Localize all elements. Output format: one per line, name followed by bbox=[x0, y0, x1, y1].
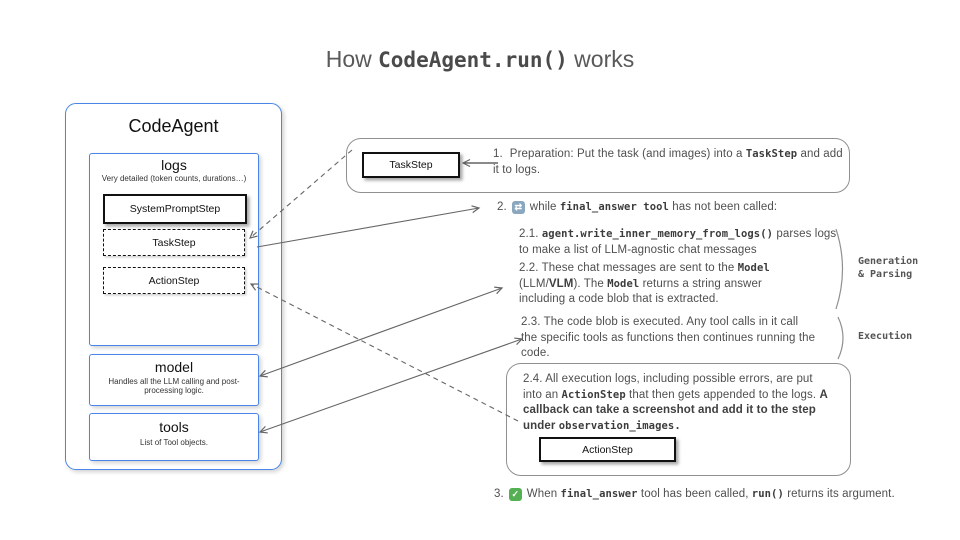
step2-t2: has not been called: bbox=[668, 201, 778, 213]
model-title: model bbox=[154, 359, 194, 375]
step2-code: final_answer tool bbox=[559, 201, 669, 213]
arrow-model-step22 bbox=[260, 288, 502, 376]
step1-code: TaskStep bbox=[745, 148, 798, 160]
step22-text: 2.2. These chat messages are sent to the… bbox=[519, 261, 791, 308]
check-icon: ✓ bbox=[508, 488, 522, 501]
codeagent-panel: CodeAgent logs Very detailed (token coun… bbox=[65, 103, 282, 470]
generation-label-line1: Generation bbox=[858, 256, 919, 267]
generation-label-line2: & Parsing bbox=[858, 269, 913, 280]
title-code: CodeAgent.run() bbox=[378, 48, 568, 72]
step3-code2: run() bbox=[751, 488, 784, 500]
step22-t2: (LLM/ bbox=[519, 277, 549, 290]
step22-code1: Model bbox=[737, 262, 770, 274]
step24-bold: A callback can take a screenshot and add… bbox=[523, 388, 828, 432]
step1-box: TaskStep 1. Preparation: Put the task (an… bbox=[346, 138, 850, 193]
step21-text: 2.1. agent.write_inner_memory_from_logs(… bbox=[519, 227, 837, 258]
codeagent-panel-title: CodeAgent bbox=[128, 116, 219, 136]
step24-text: 2.4. All execution logs, including possi… bbox=[523, 372, 831, 434]
step3-text: When final_answer tool has been called, … bbox=[527, 487, 895, 503]
loop-icon: ⇄ bbox=[511, 201, 525, 214]
step22-t1: 2.2. These chat messages are sent to the bbox=[519, 262, 738, 274]
step23-t1: 2.3. The code blob is executed. Any tool… bbox=[521, 316, 816, 359]
step3-t3: returns its argument. bbox=[783, 488, 895, 500]
step2-line: 2. ⇄ while final_answer tool has not bee… bbox=[497, 200, 917, 216]
step3-t1: When bbox=[526, 488, 561, 500]
logs-subtitle: Very detailed (token counts, durations…) bbox=[101, 174, 247, 183]
title-prefix: How bbox=[325, 46, 379, 72]
step22-t3: ). The bbox=[573, 277, 608, 290]
step1-taskstep-label: TaskStep bbox=[389, 159, 433, 171]
step1-number: 1. bbox=[493, 148, 503, 160]
arrow-box24-to-actionstep bbox=[251, 284, 519, 422]
arrow-logs-to-step2 bbox=[256, 208, 479, 248]
logs-box: logs Very detailed (token counts, durati… bbox=[89, 153, 259, 346]
step22-bold: VLM bbox=[548, 277, 574, 290]
step1-t1: Preparation: Put the task (and images) i… bbox=[509, 148, 746, 160]
step2-t1: while bbox=[529, 201, 560, 213]
step3-code1: final_answer bbox=[560, 488, 638, 500]
step24-actionstep-label: ActionStep bbox=[582, 443, 633, 456]
step21-t1: 2.1. bbox=[519, 228, 542, 240]
step24-code1: ActionStep bbox=[561, 388, 626, 401]
step21-t2: parses logs to make a list of LLM-agnost… bbox=[519, 228, 837, 256]
system-prompt-step-label: SystemPromptStep bbox=[129, 203, 221, 215]
step2-text: while final_answer tool has not been cal… bbox=[530, 200, 777, 216]
step24-code2: observation_images. bbox=[558, 419, 681, 432]
step24-t2: that then gets appended to the logs. bbox=[625, 388, 820, 401]
arrow-tools-step23 bbox=[260, 339, 522, 432]
action-step-chip: ActionStep bbox=[103, 267, 245, 294]
model-subtitle: Handles all the LLM calling and post-pro… bbox=[108, 377, 240, 395]
task-step-chip: TaskStep bbox=[103, 229, 245, 256]
step22-code2: Model bbox=[607, 277, 640, 290]
logs-title: logs bbox=[161, 157, 187, 173]
step3-line: 3. ✓ When final_answer tool has been cal… bbox=[494, 487, 954, 503]
generation-parsing-label: Generation & Parsing bbox=[858, 255, 918, 281]
task-step-label: TaskStep bbox=[152, 236, 196, 249]
step3-number: 3. bbox=[494, 488, 504, 500]
step3-t2: tool has been called, bbox=[637, 488, 752, 500]
step21-code: agent.write_inner_memory_from_logs() bbox=[541, 228, 774, 240]
execution-label: Execution bbox=[858, 331, 913, 342]
step22-t4: returns a string answer including a code… bbox=[519, 277, 762, 306]
system-prompt-step-chip: SystemPromptStep bbox=[103, 194, 247, 224]
model-box: model Handles all the LLM calling and po… bbox=[89, 354, 259, 406]
step1-t2: and add it to logs. bbox=[493, 148, 843, 176]
tools-title: tools bbox=[159, 419, 189, 435]
step24-box: 2.4. All execution logs, including possi… bbox=[506, 363, 851, 476]
step1-text: 1. Preparation: Put the task (and images)… bbox=[493, 147, 845, 178]
step24-t1: 2.4. All execution logs, including possi… bbox=[523, 373, 813, 401]
action-step-label: ActionStep bbox=[148, 274, 200, 287]
step23-text: 2.3. The code blob is executed. Any tool… bbox=[521, 315, 816, 362]
title-suffix: works bbox=[567, 46, 635, 72]
step2-number: 2. bbox=[497, 201, 507, 213]
tools-box: tools List of Tool objects. bbox=[89, 413, 259, 461]
tools-subtitle: List of Tool objects. bbox=[140, 438, 208, 447]
paren-execution bbox=[837, 316, 844, 360]
step24-actionstep-chip: ActionStep bbox=[539, 437, 676, 462]
page-title: How CodeAgent.run() works bbox=[0, 46, 960, 73]
step1-taskstep-chip: TaskStep bbox=[362, 152, 460, 178]
